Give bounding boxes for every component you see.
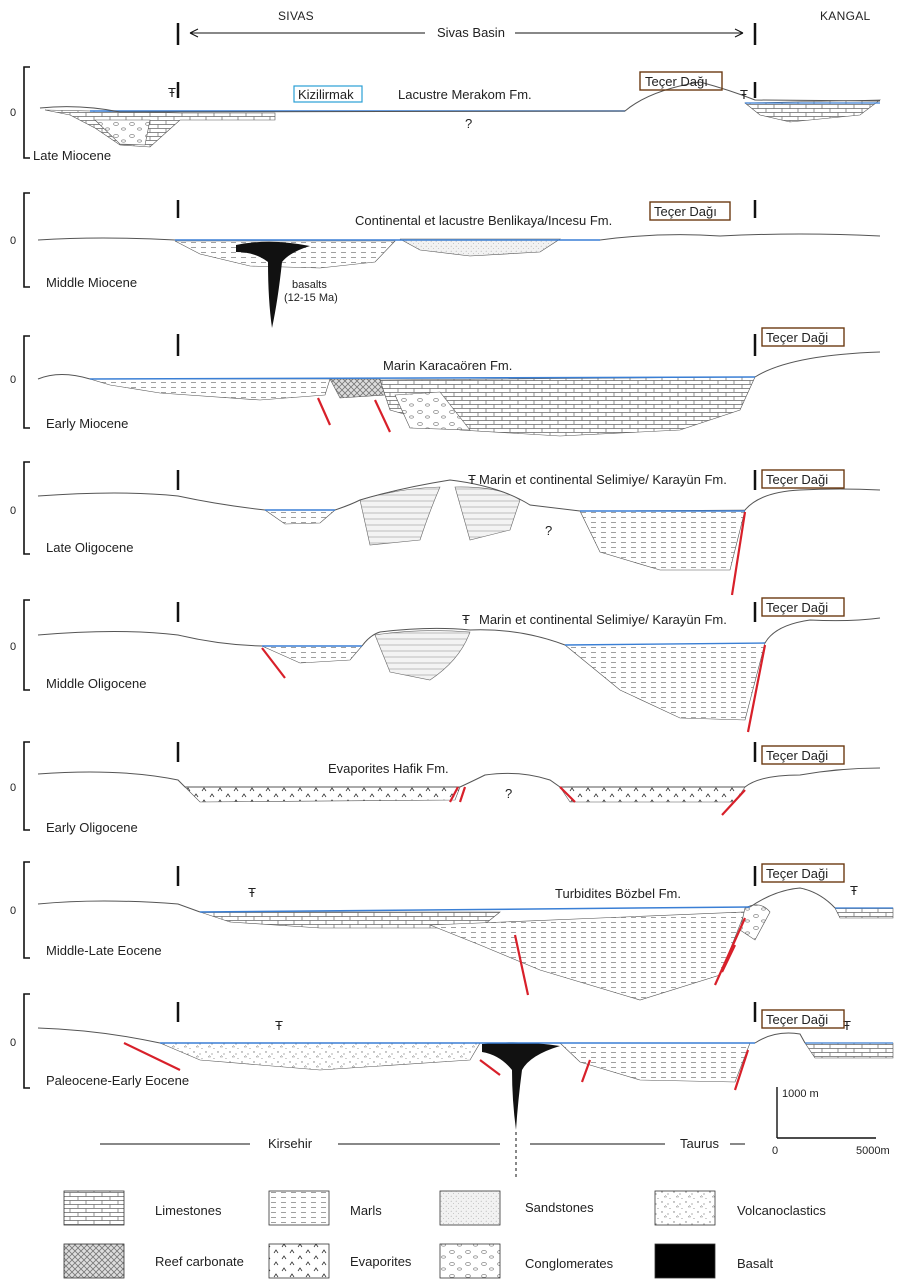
well-symbol: Ŧ [248,885,256,900]
zero-label: 0 [10,505,16,517]
sivas-basin-label: Sivas Basin [437,25,505,40]
panel-paleocene-early-eocene: 0 Ŧ Ŧ Teçer Daği Paleocene-Early Eocene [10,993,894,1130]
kangal-label: KANGAL [820,9,871,23]
period-label: Late Miocene [33,148,111,163]
zero-label: 0 [10,641,16,653]
zero-label: 0 [10,235,16,247]
panel-middle-oligocene: 0 Ŧ Marin et continental Selimiye/ Karay… [10,597,881,733]
well-symbol: Ŧ [275,1018,283,1033]
bottom-labels: Kirsehir Taurus [100,1132,745,1178]
legend-label-volcanoclastics: Volcanoclastics [737,1203,826,1218]
period-label: Late Oligocene [46,540,133,555]
legend-swatch-sandstones [439,1190,501,1226]
question-mark: ? [505,786,512,801]
legend-swatch-basalt [654,1243,716,1279]
zero-label: 0 [10,107,16,119]
formation-label: Marin et continental Selimiye/ Karayün F… [479,612,727,627]
tecer-dagi-label: Teçer Daği [766,330,828,345]
zero-label: 0 [10,374,16,386]
legend-label-sandstones: Sandstones [525,1200,594,1215]
legend-label-conglomerates: Conglomerates [525,1256,614,1271]
legend-label-reef: Reef carbonate [155,1254,244,1269]
panel-middle-miocene: 0 Continental et lacustre Benlikaya/Ince… [10,192,881,328]
tecer-dagi-label: Teçer Daği [766,600,828,615]
formation-label: Lacustre Merakom Fm. [398,87,532,102]
panel-late-miocene: 0 Ŧ Ŧ Kizilirmak Lacustre Merakom Fm. ? … [10,66,881,163]
scale-bar: 1000 m 0 5000m [772,1087,890,1157]
zero-label: 0 [10,782,16,794]
well-symbol: Ŧ [462,612,470,627]
legend-swatch-evaporites [268,1243,330,1279]
formation-label: Evaporites Hafik Fm. [328,761,449,776]
scale-vertical-label: 1000 m [782,1088,819,1100]
legend-swatch-marls [268,1190,330,1226]
period-label: Paleocene-Early Eocene [46,1073,189,1088]
well-symbol: Ŧ [850,883,858,898]
tecer-dagi-label: Teçer Dağı [654,204,717,219]
panel-early-oligocene: 0 Evaporites Hafik Fm. ? Teçer Daği Earl… [10,741,881,835]
legend: Limestones Marls Sandstones Volcanoclast… [63,1190,826,1279]
question-mark: ? [465,116,472,131]
basalt-age-label: (12-15 Ma) [284,292,338,304]
tecer-dagi-label: Teçer Daği [766,1012,828,1027]
panel-late-oligocene: 0 Ŧ Marin et continental Selimiye/ Karay… [10,461,881,596]
question-mark: ? [545,523,552,538]
period-label: Middle Oligocene [46,676,146,691]
tecer-dagi-label: Teçer Daği [766,748,828,763]
tecer-dagi-label: Teçer Daği [766,472,828,487]
legend-label-limestones: Limestones [155,1203,222,1218]
kirsehir-label: Kirsehir [268,1136,313,1151]
legend-label-basalt: Basalt [737,1256,774,1271]
period-label: Middle-Late Eocene [46,943,162,958]
tecer-dagi-label: Teçer Daği [766,866,828,881]
panel-middle-late-eocene: 0 Ŧ Ŧ Turbidites Bözbel Fm. Teçer Daği M… [10,861,894,1001]
zero-label: 0 [10,905,16,917]
scale-zero-label: 0 [772,1145,778,1157]
legend-swatch-reef [63,1243,125,1279]
formation-label: Turbidites Bözbel Fm. [555,886,681,901]
zero-label: 0 [10,1037,16,1049]
legend-swatch-conglomerates [439,1243,501,1279]
formation-label: Continental et lacustre Benlikaya/Incesu… [355,213,612,228]
formation-label: Marin Karacaören Fm. [383,358,512,373]
header: SIVAS KANGAL Sivas Basin [176,9,871,45]
scale-5000-label: 5000m [856,1145,890,1157]
well-symbol: Ŧ [843,1018,851,1033]
period-label: Early Oligocene [46,820,138,835]
sivas-label: SIVAS [278,9,314,23]
panel-early-miocene: 0 Marin Karacaören Fm. Teçer Daği Early … [10,327,881,437]
legend-swatch-volcanoclastics [654,1190,716,1226]
well-symbol: Ŧ [168,85,176,100]
kizilirmak-label: Kizilirmak [298,87,354,102]
legend-swatch-limestones [63,1190,125,1226]
formation-label: Marin et continental Selimiye/ Karayün F… [479,472,727,487]
well-symbol: Ŧ [740,87,748,102]
well-symbol: Ŧ [468,472,476,487]
period-label: Middle Miocene [46,275,137,290]
taurus-label: Taurus [680,1136,720,1151]
period-label: Early Miocene [46,416,128,431]
basalt-label: basalts [292,279,327,291]
legend-label-marls: Marls [350,1203,382,1218]
tecer-dagi-label: Teçer Dağı [645,74,708,89]
legend-label-evaporites: Evaporites [350,1254,412,1269]
